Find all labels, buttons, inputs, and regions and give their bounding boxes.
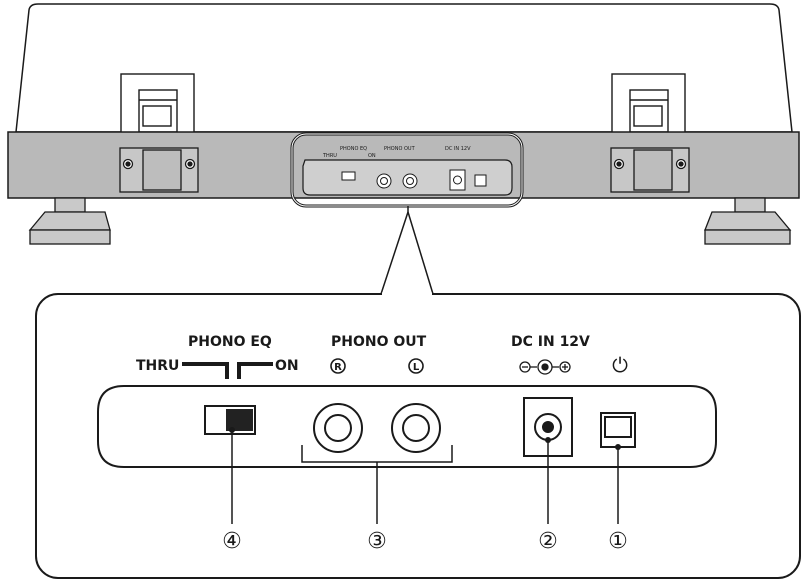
foot-right xyxy=(704,197,792,245)
phono-eq-label: PHONO EQ xyxy=(188,334,272,350)
callout-dots xyxy=(229,427,621,450)
small-thru-label: THRU xyxy=(322,153,337,159)
polarity-symbol xyxy=(519,359,571,375)
callout-leaders xyxy=(231,430,619,524)
hinge-right xyxy=(611,73,686,135)
thru-label: THRU xyxy=(136,358,179,374)
small-on-label: ON xyxy=(368,153,376,159)
small-dc-in-label: DC IN 12V xyxy=(445,146,471,152)
power-button[interactable] xyxy=(600,412,636,448)
callout-4: ④ xyxy=(222,529,242,554)
hinge-left xyxy=(120,73,195,135)
on-label: ON xyxy=(275,358,299,374)
svg-text:R: R xyxy=(334,362,342,373)
power-icon: ⏻ xyxy=(612,353,628,377)
hinge-plate-left xyxy=(119,147,199,193)
phono-out-jack-right[interactable] xyxy=(313,403,363,453)
phono-out-jack-left[interactable] xyxy=(391,403,441,453)
svg-text:L: L xyxy=(413,362,420,373)
rear-panel-small: PHONO EQ THRU ON PHONO OUT DC IN 12V xyxy=(290,132,524,208)
callout-2: ② xyxy=(538,529,558,554)
dc-in-label: DC IN 12V xyxy=(511,334,590,350)
left-channel-marker: L xyxy=(408,358,424,374)
zoom-lines xyxy=(380,206,434,295)
foot-left xyxy=(28,197,111,245)
thru-on-symbol xyxy=(182,362,273,379)
small-phono-eq-label: PHONO EQ xyxy=(340,146,367,152)
phono-out-label: PHONO OUT xyxy=(331,334,427,350)
dust-cover xyxy=(15,3,793,133)
callout-1: ① xyxy=(608,529,628,554)
small-phono-out-label: PHONO OUT xyxy=(384,146,416,152)
right-channel-marker: R xyxy=(330,358,346,374)
hinge-plate-right xyxy=(610,147,690,193)
callout-3: ③ xyxy=(367,529,387,554)
